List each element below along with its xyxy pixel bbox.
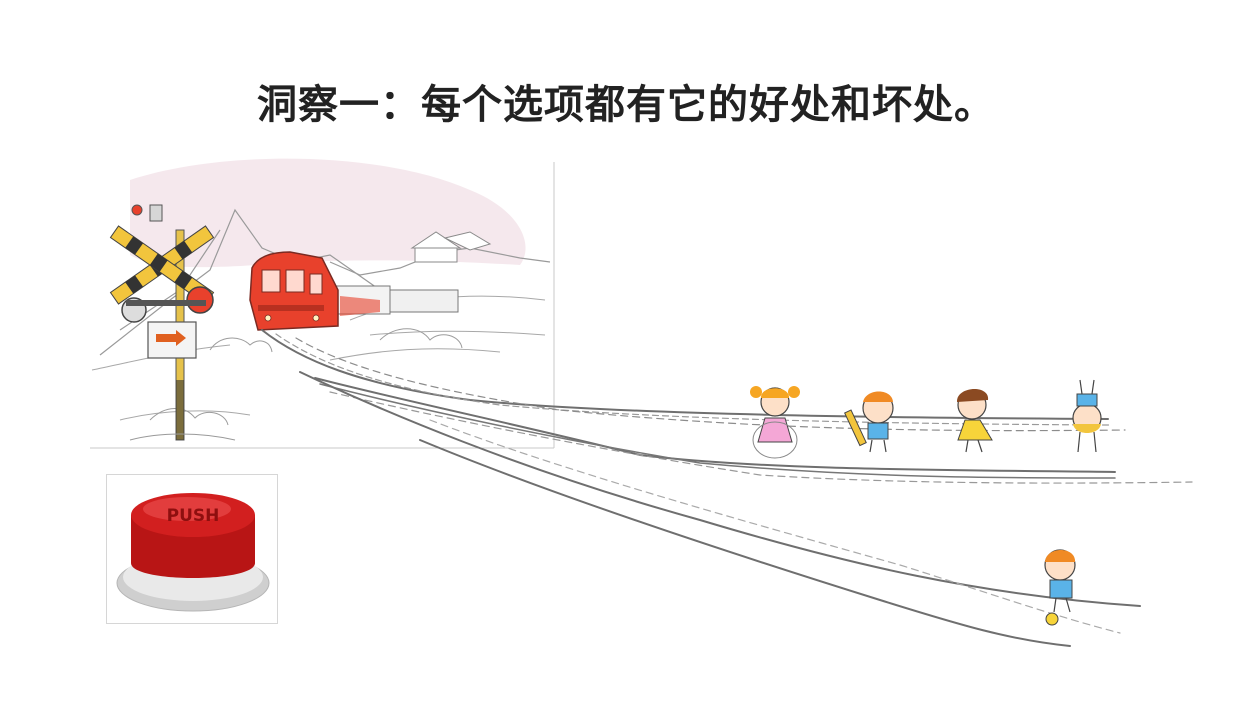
- push-label: PUSH: [167, 506, 220, 526]
- snowy-bushes: [149, 328, 463, 426]
- railroad-crossing-signal: [109, 204, 236, 441]
- hilltop-house: [410, 231, 492, 263]
- child-5-with-ball: [1044, 549, 1076, 626]
- child-4-handstand: [1072, 379, 1102, 453]
- push-button-image: PUSH: [106, 474, 278, 624]
- railway-tracks: [261, 329, 1193, 647]
- child-3-yellow-dress: [956, 388, 993, 453]
- push-button-graphic: PUSH: [116, 493, 270, 612]
- train: [249, 251, 459, 331]
- slide-title: 洞察一：每个选项都有它的好处和坏处。: [257, 82, 995, 128]
- child-2-with-pencil: [844, 391, 894, 453]
- child-1-jump-rope: [750, 386, 800, 459]
